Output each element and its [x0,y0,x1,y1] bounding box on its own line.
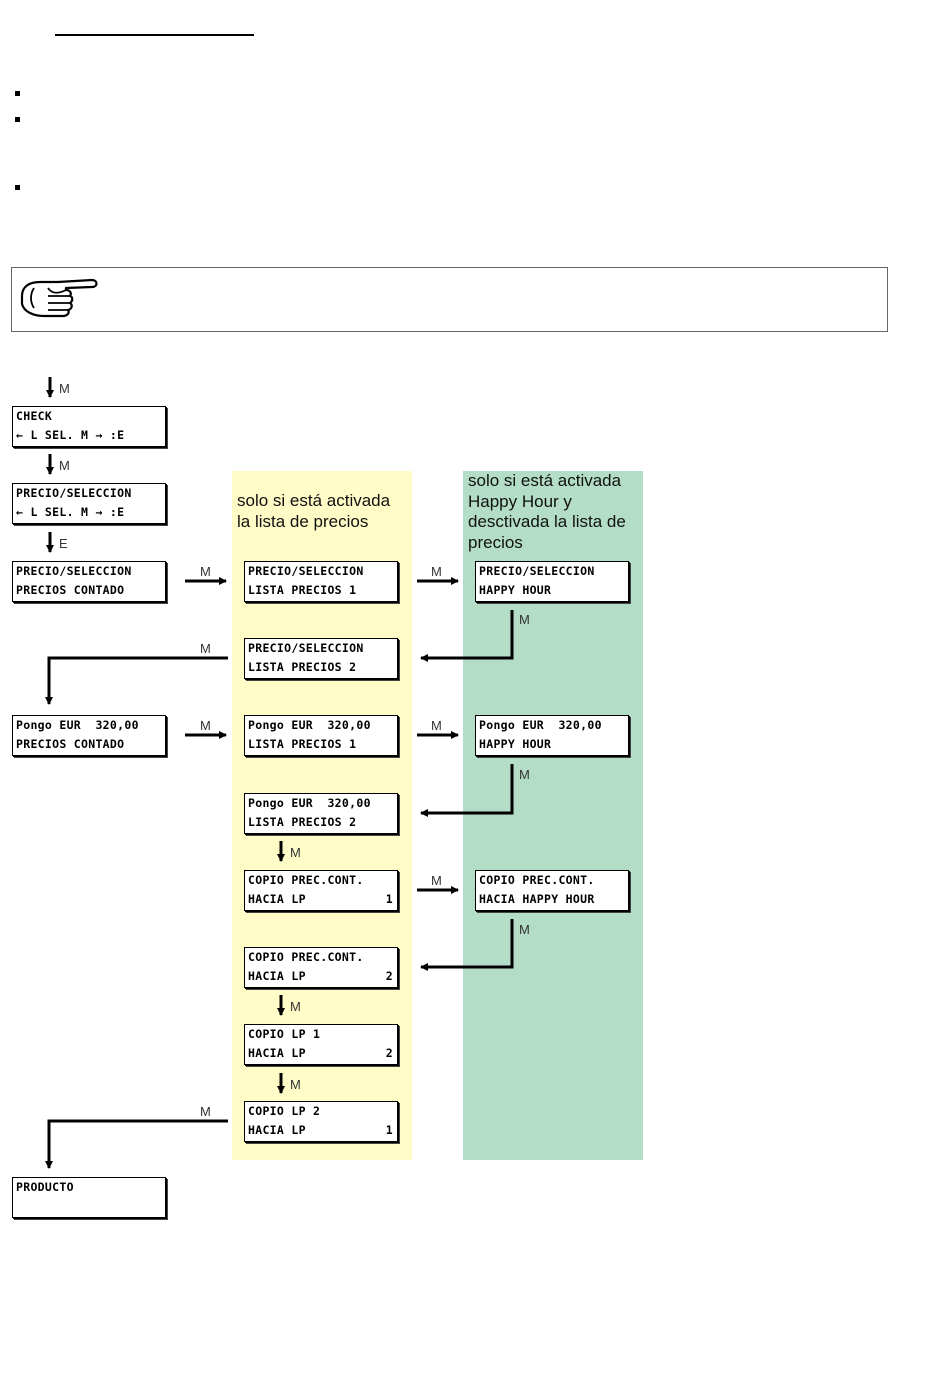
price-list-band-label: solo si está activada la lista de precio… [237,491,390,532]
display-pongo-lp2: Pongo EUR 320,00 LISTA PRECIOS 2 [244,793,398,834]
key-label-m: M [59,381,70,396]
key-label-m: M [200,1104,211,1119]
key-label-e: E [59,536,68,551]
display-target-number: 2 [385,1046,393,1060]
display-copio-prec-lp1: COPIO PREC.CONT. HACIA LP 1 [244,870,398,911]
display-happy-hour: PRECIO/SELECCION HAPPY HOUR [475,561,629,602]
key-label-m: M [519,612,530,627]
display-copio-prec-lp2: COPIO PREC.CONT. HACIA LP 2 [244,947,398,988]
display-line-2: PRECIOS CONTADO [16,583,125,597]
display-line-2: LISTA PRECIOS 2 [248,815,357,829]
key-label-m: M [290,999,301,1014]
display-line-1: PRECIO/SELECCION [16,564,132,578]
arrow-return [45,1119,228,1169]
display-copio-lp1-lp2: COPIO LP 1 HACIA LP 2 [244,1024,398,1065]
display-line-1: Pongo EUR 320,00 [248,718,371,732]
key-label-m: M [519,767,530,782]
display-lista-precios-1: PRECIO/SELECCION LISTA PRECIOS 1 [244,561,398,602]
display-lista-precios-2: PRECIO/SELECCION LISTA PRECIOS 2 [244,638,398,679]
key-label-m: M [290,1077,301,1092]
bullet-marker [15,91,20,96]
key-label-m: M [290,845,301,860]
display-copio-prec-happy-hour: COPIO PREC.CONT. HACIA HAPPY HOUR [475,870,629,911]
display-line-1: COPIO PREC.CONT. [248,950,364,964]
heading-underline [55,34,254,36]
display-precios-contado: PRECIO/SELECCION PRECIOS CONTADO [12,561,166,602]
key-label-m: M [200,718,211,733]
key-label-m: M [519,922,530,937]
display-line-1: COPIO LP 1 [248,1027,321,1041]
key-label-m: M [200,564,211,579]
happy-hour-band-label: solo si está activada Happy Hour y desct… [468,471,626,553]
band-label-line: solo si está activada [468,471,622,490]
display-line-1: Pongo EUR 320,00 [248,796,371,810]
display-line-2: HACIA HAPPY HOUR [479,892,595,906]
display-line-1: COPIO LP 2 [248,1104,321,1118]
display-line-1: COPIO PREC.CONT. [248,873,364,887]
display-line-2: HACIA LP [248,1123,306,1137]
display-line-2: PRECIOS CONTADO [16,737,125,751]
display-line-2: ← L SEL. M → :E [16,505,125,519]
bullet-marker [15,117,20,122]
display-pongo-contado: Pongo EUR 320,00 PRECIOS CONTADO [12,715,166,756]
display-producto: PRODUCTO [12,1177,166,1218]
display-line-2: HAPPY HOUR [479,737,552,751]
display-line-1: Pongo EUR 320,00 [479,718,602,732]
arrow-return [420,764,514,817]
band-label-line: la lista de precios [237,511,369,531]
display-line-1: COPIO PREC.CONT. [479,873,595,887]
display-line-2: LISTA PRECIOS 1 [248,583,357,597]
display-target-number: 1 [385,1123,393,1137]
display-line-1: PRECIO/SELECCION [248,641,364,655]
key-label-m: M [431,873,442,888]
bullet-marker [15,185,20,190]
pointing-hand-icon [20,278,98,318]
display-target-number: 1 [385,892,393,906]
display-precio-seleccion: PRECIO/SELECCION ← L SEL. M → :E [12,483,166,524]
band-label-line: Happy Hour y [468,491,572,511]
key-label-m: M [431,718,442,733]
display-line-1: PRODUCTO [16,1180,74,1194]
display-line-2: HAPPY HOUR [479,583,552,597]
display-line-1: PRECIO/SELECCION [248,564,364,578]
display-line-2: LISTA PRECIOS 1 [248,737,357,751]
arrow-return [420,919,514,971]
display-line-1: PRECIO/SELECCION [479,564,595,578]
key-label-m: M [200,641,211,656]
display-line-1: Pongo EUR 320,00 [16,718,139,732]
display-line-1: PRECIO/SELECCION [16,486,132,500]
display-line-2: HACIA LP [248,969,306,983]
band-label-line: solo si está activada [237,491,391,510]
display-pongo-happy-hour: Pongo EUR 320,00 HAPPY HOUR [475,715,629,756]
arrow-return [45,656,228,705]
display-copio-lp2-lp1: COPIO LP 2 HACIA LP 1 [244,1101,398,1142]
display-line-2: HACIA LP [248,1046,306,1060]
band-label-line: precios [468,532,523,552]
arrow-return [420,610,514,662]
display-line-2: ← L SEL. M → :E [16,428,125,442]
key-label-m: M [431,564,442,579]
display-line-2: LISTA PRECIOS 2 [248,660,357,674]
key-label-m: M [59,458,70,473]
band-label-line: desctivada la lista de [468,512,626,531]
display-pongo-lp1: Pongo EUR 320,00 LISTA PRECIOS 1 [244,715,398,756]
display-line-1: CHECK [16,409,53,423]
display-check: CHECK ← L SEL. M → :E [12,406,166,447]
display-target-number: 2 [385,969,393,983]
display-line-2: HACIA LP [248,892,306,906]
note-box [11,267,888,332]
